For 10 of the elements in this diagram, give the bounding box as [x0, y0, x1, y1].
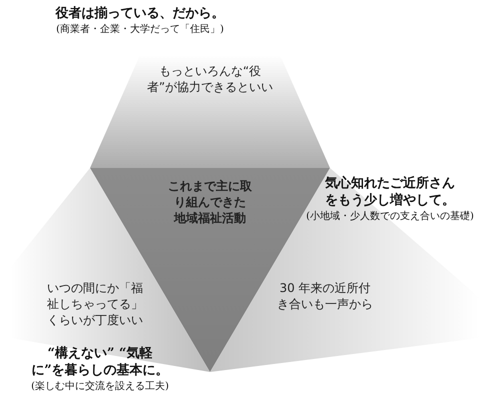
heading-text: 気心知れたご近所さんをもう少し増やして。 — [324, 176, 456, 210]
heading-text: 役者は揃っている、だから。 — [54, 6, 226, 23]
note-text: (楽しむ中に交流を設える工夫) — [30, 380, 170, 393]
note-text: (商業者・企業・大学だって「住民」) — [55, 22, 225, 36]
note-text: (小地域・少人数での支え合いの基礎) — [305, 210, 475, 223]
band-text: 30 年来の近所付き合いも一声から — [276, 280, 374, 312]
band-text: もっといろんな“役者”が協力できるといい — [146, 63, 274, 96]
heading-text: “構えない” “気軽に”を暮らしの基本に。 — [30, 346, 170, 380]
band-text: いつの間にか「福祉しちゃってる」くらいが丁度いい — [46, 280, 144, 329]
band-text: これまで主に取り組んできた地域福祉活動 — [167, 178, 253, 227]
